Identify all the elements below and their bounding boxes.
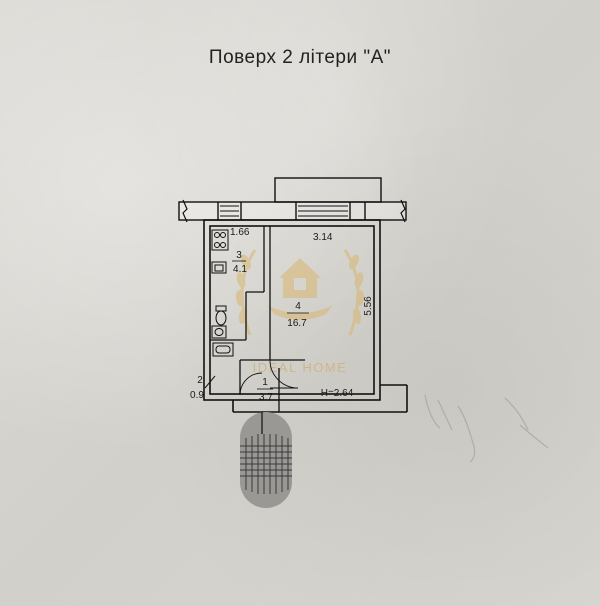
toilet-icon — [215, 305, 227, 326]
dimension-width-small: 1.66 — [230, 227, 250, 238]
stove-icon — [211, 229, 229, 251]
room-1-area: 3.7 — [259, 392, 273, 403]
sink-icon — [211, 261, 227, 274]
room-3-number: 3 — [236, 250, 242, 261]
pencil-marks — [424, 394, 549, 463]
room-4-number: 4 — [295, 301, 301, 312]
dimension-length: 5.56 — [363, 296, 374, 316]
bathtub-icon — [212, 342, 234, 357]
ceiling-height: H=2.64 — [321, 388, 354, 399]
room-3-area: 4.1 — [233, 264, 247, 275]
washbasin-icon — [211, 325, 227, 339]
plan-title: Поверх 2 літери "А" — [208, 47, 392, 68]
staircase-icon — [240, 412, 292, 508]
room-2-area: 0.9 — [190, 390, 204, 401]
room-4-area: 16.7 — [287, 318, 307, 329]
dimension-width-large: 3.14 — [313, 232, 333, 243]
room-1-number: 1 — [262, 377, 268, 388]
room-2-number: 2 — [197, 375, 203, 386]
watermark-text: IDEAL HOME — [253, 360, 348, 375]
